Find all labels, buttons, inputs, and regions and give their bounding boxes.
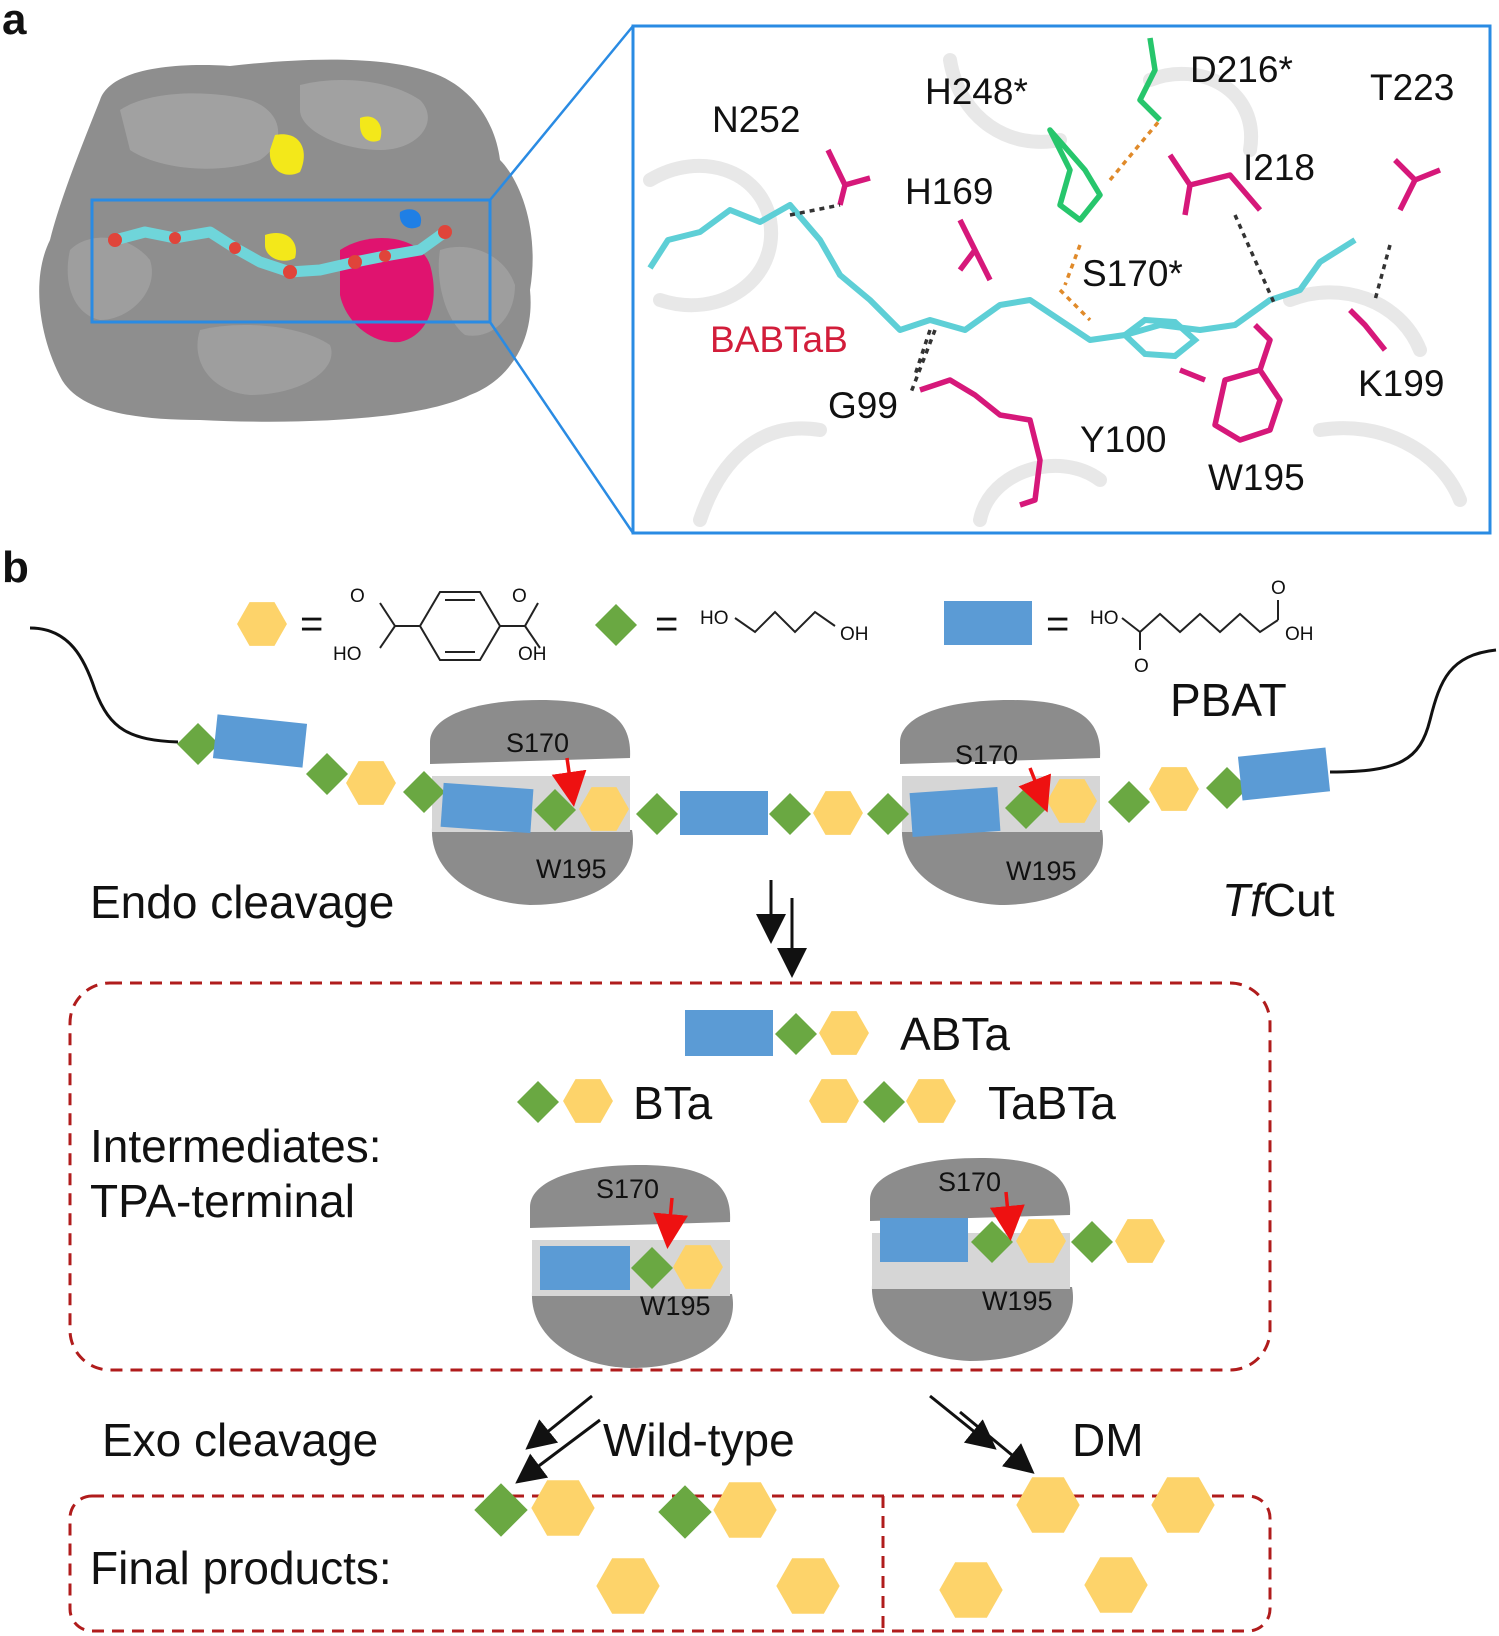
zoom-line-bottom — [488, 321, 635, 534]
residue-label-D216: D216* — [1190, 49, 1293, 90]
legend-equals-1: = — [300, 602, 323, 646]
enzyme-exo-wildtype — [530, 1165, 734, 1368]
adipic-chain — [1121, 612, 1279, 634]
zoom-box-small — [90, 198, 492, 324]
abta-label: ABTa — [900, 1008, 1010, 1060]
legend-adipate-rectangle — [944, 601, 1032, 645]
legend-equals-2: = — [655, 602, 678, 646]
tpa-ho: HO — [333, 644, 362, 665]
bta-oligomer — [517, 1079, 613, 1123]
panel-b-label: b — [2, 543, 29, 592]
protein-surface — [39, 59, 533, 422]
residue-label-W195: W195 — [1208, 457, 1305, 498]
residue-label-T223: T223 — [1370, 67, 1454, 108]
legend-butanediol-diamond — [595, 604, 637, 646]
final-products-wildtype — [474, 1480, 840, 1614]
wildtype-arrow-2 — [515, 1418, 601, 1484]
w195-label-right: W195 — [1006, 856, 1077, 886]
adipic-oh: OH — [1285, 624, 1314, 645]
tpa-o-right: O — [512, 586, 527, 607]
cleavage-arrow-left — [551, 757, 587, 807]
intermediates-box — [68, 981, 1272, 1372]
endo-cleavage-label: Endo cleavage — [90, 876, 394, 928]
enzyme-exo-dm — [870, 1158, 1165, 1361]
intermediates-label-line1: Intermediates: — [90, 1120, 381, 1172]
exo-cleavage-label: Exo cleavage — [102, 1414, 378, 1466]
w195-label-int-right: W195 — [982, 1286, 1053, 1316]
dm-arrow-2 — [959, 1410, 1035, 1474]
tabta-oligomer — [809, 1079, 956, 1123]
ligand-label-BABTaB: BABTaB — [710, 319, 848, 360]
bdo-ho: HO — [700, 608, 729, 629]
w195-label-int-left: W195 — [640, 1291, 711, 1321]
residue-label-N252: N252 — [712, 99, 800, 140]
polymer-tail-left — [29, 626, 179, 744]
cleavage-arrow-int-left — [653, 1197, 688, 1249]
tfcut-label: TfCut — [1222, 874, 1335, 926]
legend-equals-3: = — [1046, 602, 1069, 646]
intermediates-label-line2: TPA-terminal — [90, 1175, 355, 1227]
residue-label-K199: K199 — [1358, 363, 1444, 404]
residue-label-Y100: Y100 — [1080, 419, 1166, 460]
s170-label-right: S170 — [955, 740, 1018, 770]
panel-a-label: a — [2, 0, 27, 44]
adipic-o-bottom: O — [1134, 656, 1149, 677]
dm-arrow-1 — [929, 1394, 997, 1450]
cleavage-arrow-right — [1018, 767, 1051, 813]
terephthalic-acid-structure — [379, 591, 541, 661]
pbat-chain — [177, 714, 1331, 838]
zoom-line-top — [489, 25, 634, 201]
bta-label: BTa — [633, 1077, 713, 1129]
adipic-o-top: O — [1271, 578, 1286, 599]
residue-label-H169: H169 — [905, 171, 993, 212]
s170-label-int-left: S170 — [596, 1174, 659, 1204]
active-site-zoom — [631, 24, 1492, 535]
butanediol-chain — [734, 610, 836, 634]
w195-label-left: W195 — [536, 854, 607, 884]
tabta-label: TaBTa — [988, 1077, 1116, 1129]
cleavage-arrow-int-right — [989, 1191, 1025, 1241]
wildtype-arrow-1 — [525, 1394, 593, 1450]
polymer-tail-right — [1329, 648, 1497, 774]
pbat-label: PBAT — [1170, 674, 1287, 726]
dm-label: DM — [1072, 1414, 1144, 1466]
s170-label-int-right: S170 — [938, 1167, 1001, 1197]
residue-label-S170: S170* — [1082, 253, 1183, 294]
final-products-box — [68, 1494, 1272, 1633]
legend-terephthalate-hexagon — [237, 602, 287, 646]
tpa-oh: OH — [518, 644, 547, 665]
wild-type-label: Wild-type — [603, 1414, 795, 1466]
tpa-o-left: O — [350, 586, 365, 607]
adipic-ho: HO — [1090, 608, 1119, 629]
s170-label-left: S170 — [506, 728, 569, 758]
abta-oligomer — [685, 1010, 869, 1056]
bdo-oh: OH — [840, 624, 869, 645]
monomer-legend: = O HO O OH = HO OH = HO O O OH — [237, 578, 1314, 677]
final-products-label: Final products: — [90, 1542, 392, 1594]
residue-label-G99: G99 — [828, 385, 898, 426]
final-products-dm — [939, 1477, 1215, 1618]
residue-label-I218: I218 — [1243, 147, 1315, 188]
residue-label-H248: H248* — [925, 71, 1028, 112]
